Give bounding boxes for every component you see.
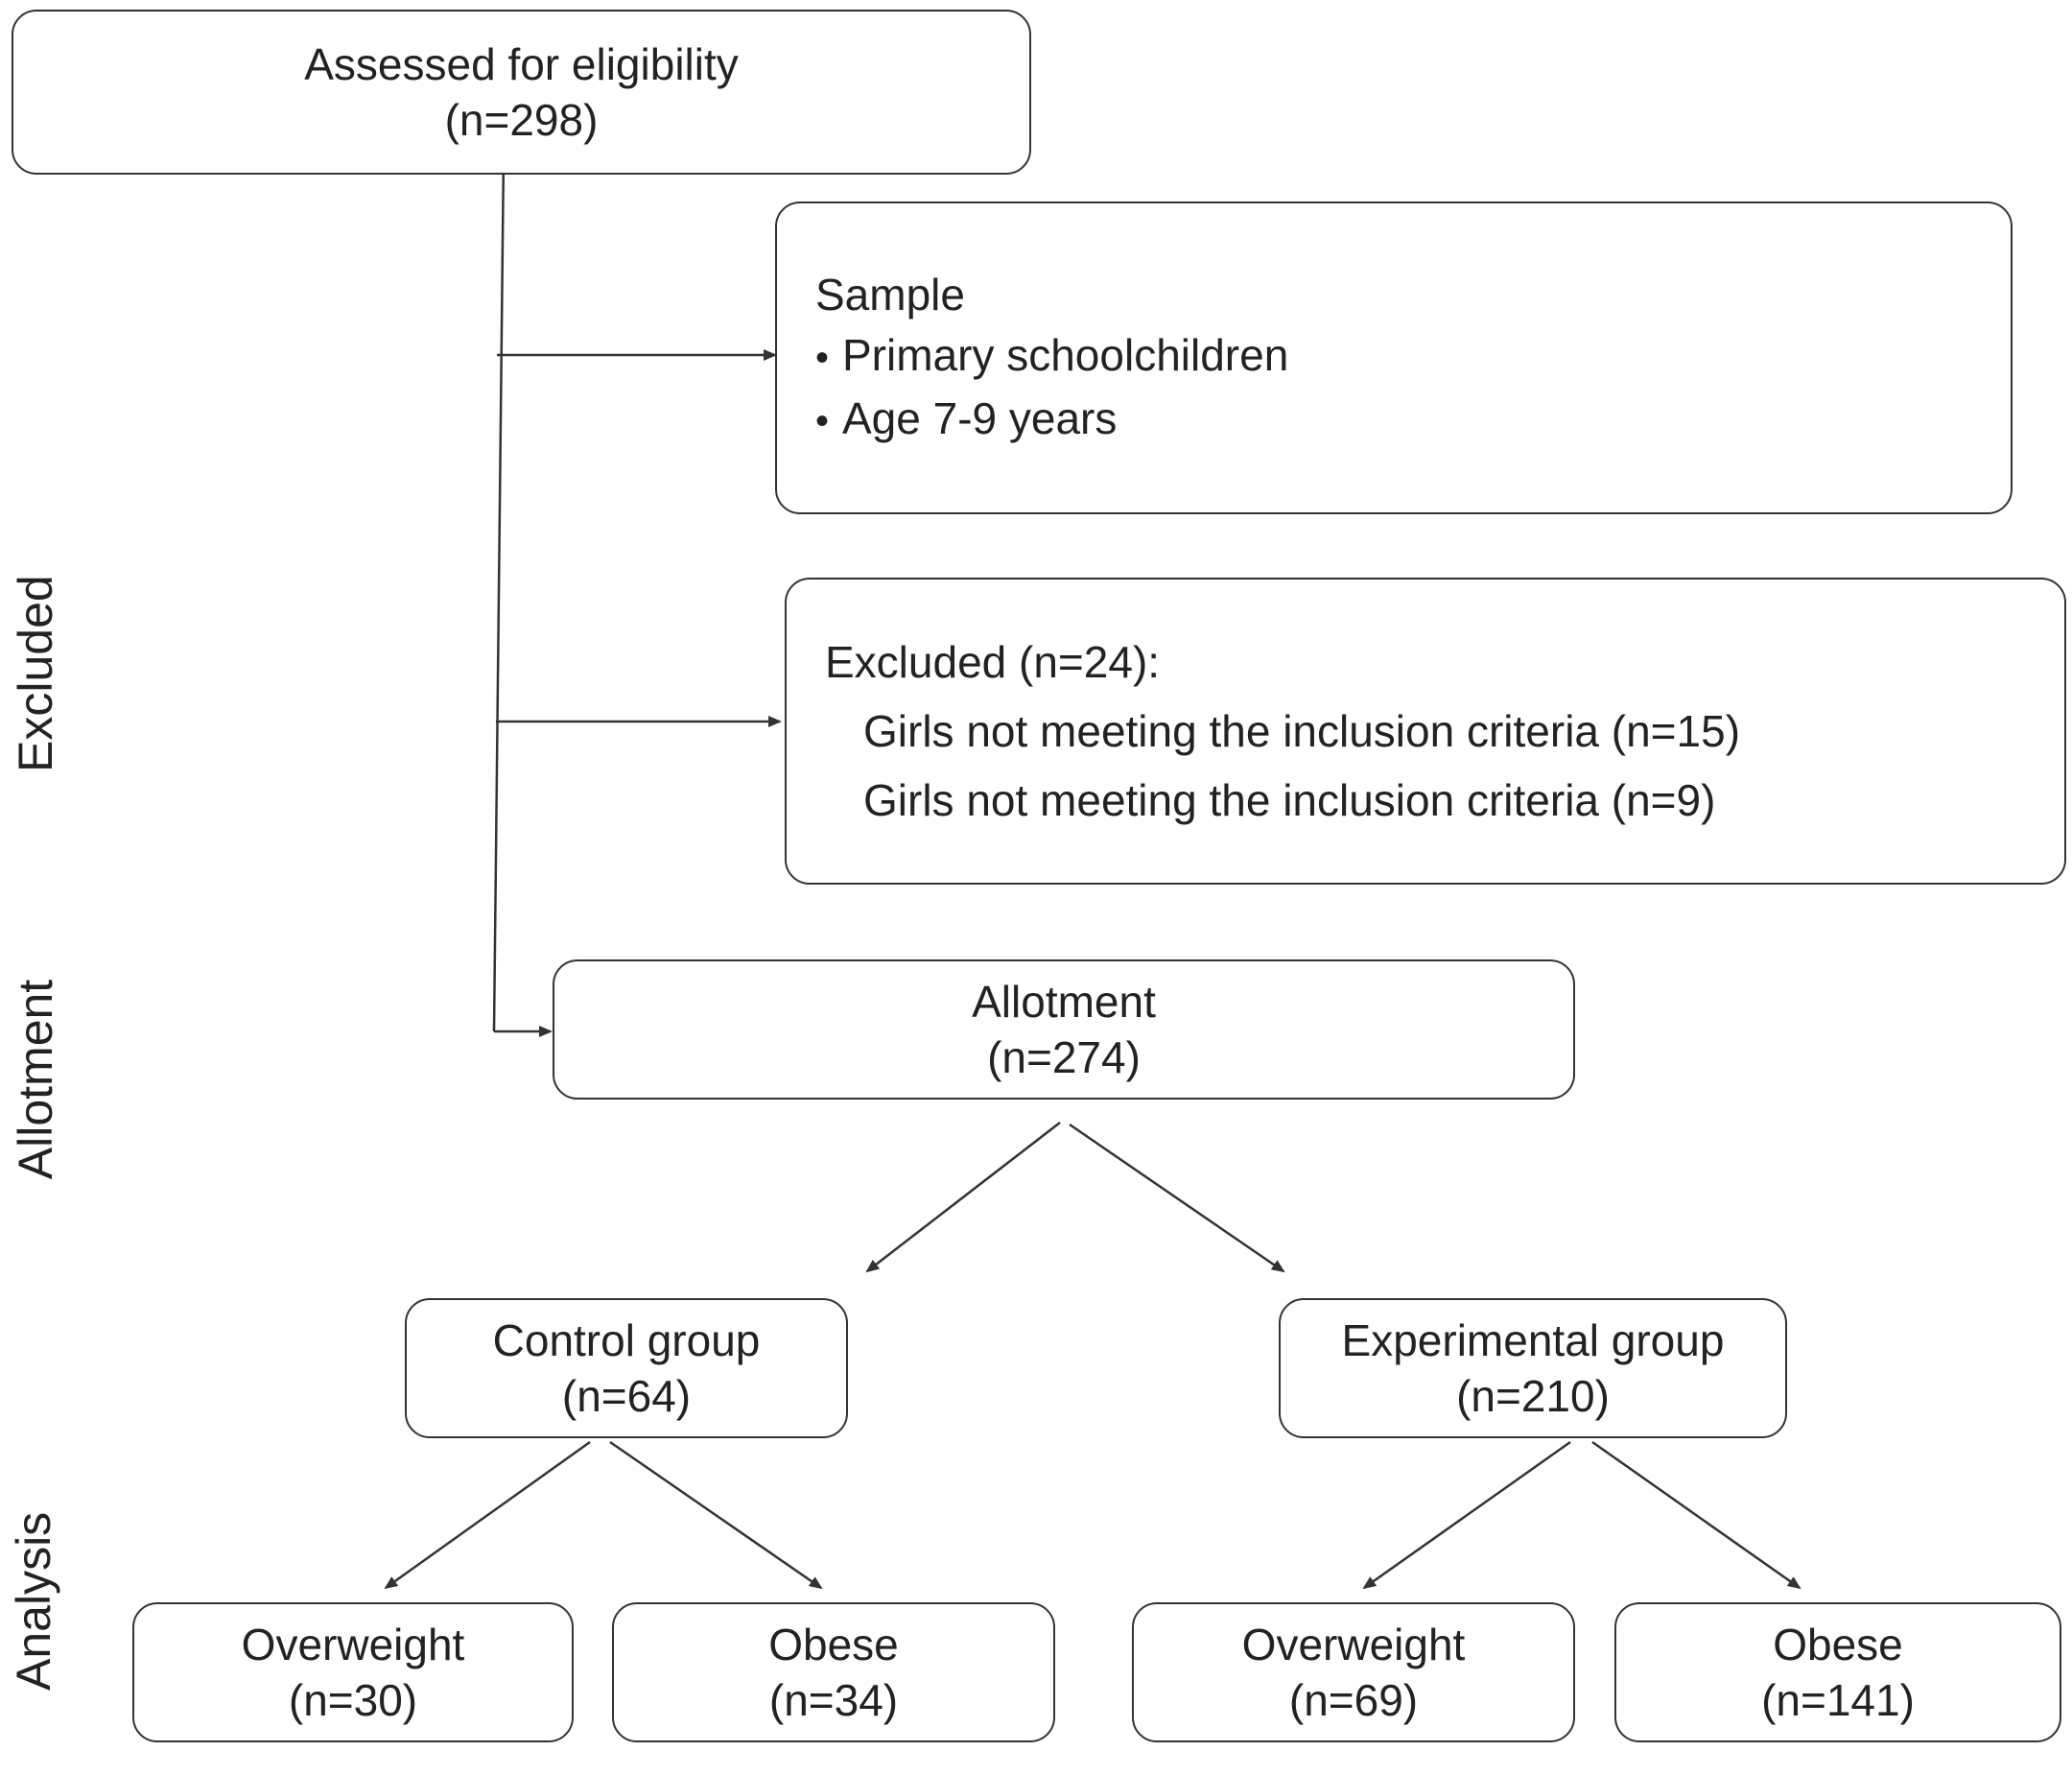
experimental-overweight-box: Overweight (n=69) xyxy=(1132,1602,1575,1742)
arrow-control-overweight xyxy=(384,1440,591,1590)
eligibility-box: Assessed for eligibility (n=298) xyxy=(12,10,1031,175)
excluded-box: Excluded (n=24): Girls not meeting the i… xyxy=(785,578,2066,885)
side-label-analysis: Analysis xyxy=(7,1511,60,1691)
experimental-group-title: Experimental group xyxy=(1341,1315,1725,1365)
experimental-overweight-title: Overweight xyxy=(1241,1620,1466,1669)
arrow-control-obese xyxy=(609,1440,823,1590)
experimental-obese-count: (n=141) xyxy=(1761,1675,1915,1725)
sample-title: Sample xyxy=(815,269,965,320)
sample-bullet-2: Age 7-9 years xyxy=(842,392,1118,443)
control-obese-title: Obese xyxy=(768,1620,899,1669)
excluded-item-2: Girls not meeting the inclusion criteria… xyxy=(863,775,1716,825)
experimental-group-box: Experimental group (n=210) xyxy=(1279,1298,1787,1438)
excluded-item-1: Girls not meeting the inclusion criteria… xyxy=(863,706,1741,756)
experimental-obese-title: Obese xyxy=(1773,1620,1903,1669)
allotment-title: Allotment xyxy=(972,977,1156,1027)
experimental-overweight-count: (n=69) xyxy=(1288,1675,1419,1725)
arrow-exp-overweight xyxy=(1362,1440,1571,1590)
experimental-group-count: (n=210) xyxy=(1456,1371,1610,1421)
allotment-box: Allotment (n=274) xyxy=(553,959,1575,1100)
control-overweight-title: Overweight xyxy=(241,1620,465,1669)
bullet-icon: • xyxy=(815,336,830,379)
side-label-allotment: Allotment xyxy=(9,979,62,1180)
control-overweight-box: Overweight (n=30) xyxy=(132,1602,574,1742)
allotment-count: (n=274) xyxy=(987,1032,1141,1082)
arrow-to-experimental xyxy=(1069,1123,1285,1273)
experimental-obese-box: Obese (n=141) xyxy=(1614,1602,2061,1742)
control-group-box: Control group (n=64) xyxy=(405,1298,848,1438)
control-obese-count: (n=34) xyxy=(768,1675,899,1725)
control-overweight-count: (n=30) xyxy=(288,1675,418,1725)
eligibility-title: Assessed for eligibility xyxy=(304,39,739,89)
sample-bullet-1: Primary schoolchildren xyxy=(842,329,1289,380)
trunk-line xyxy=(492,153,506,1032)
sample-box: Sample • Primary schoolchildren • Age 7-… xyxy=(775,201,2013,514)
control-group-count: (n=64) xyxy=(561,1371,692,1421)
arrow-to-control xyxy=(865,1122,1061,1273)
arrow-exp-obese xyxy=(1591,1440,1801,1590)
side-label-excluded: Excluded xyxy=(9,575,62,772)
bullet-icon: • xyxy=(815,399,830,442)
control-obese-box: Obese (n=34) xyxy=(612,1602,1055,1742)
control-group-title: Control group xyxy=(492,1315,761,1365)
eligibility-count: (n=298) xyxy=(444,95,599,145)
excluded-title: Excluded (n=24): xyxy=(825,637,1161,687)
